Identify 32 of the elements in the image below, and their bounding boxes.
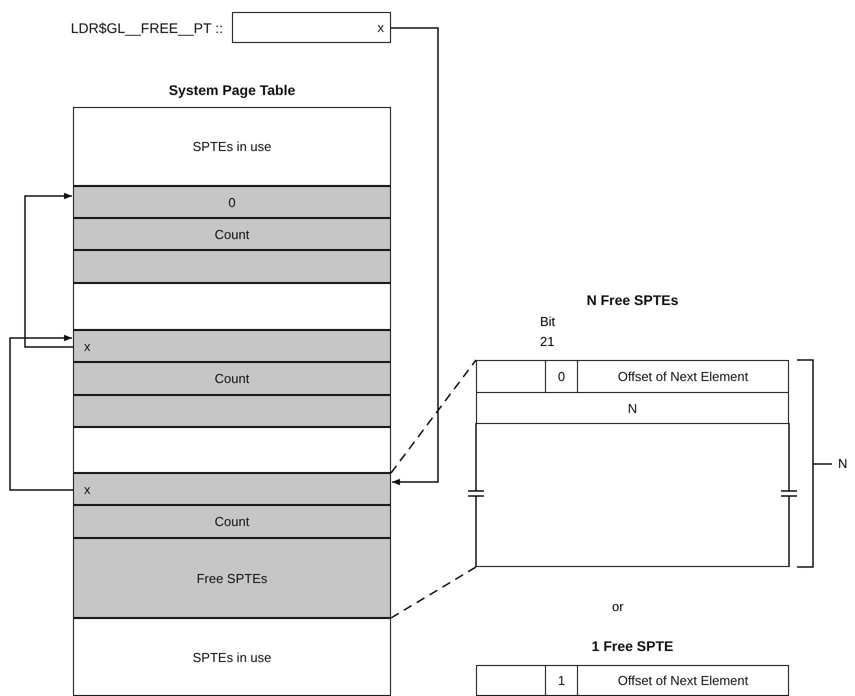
table-heading: N Free SPTEs (586, 292, 680, 308)
free-spte-row: 0 (73, 186, 391, 218)
bracket-label: N (838, 456, 848, 471)
pointer-name: LDR$GL__FREE__PT :: (70, 20, 223, 36)
free-spte-row: Count (73, 218, 391, 250)
memory-field (73, 283, 391, 330)
table-heading: System Page Table (168, 82, 296, 98)
memory-field: N (476, 392, 789, 424)
free-spte-row: Free SPTEs (73, 538, 391, 618)
free-spte-row: x (73, 473, 391, 505)
pointer-mark: x (378, 20, 384, 35)
free-spte-row: Count (73, 505, 391, 538)
free-spte-row (73, 395, 391, 427)
free-spte-row: x (73, 330, 391, 362)
memory-field (476, 360, 546, 393)
memory-field: 1 (545, 665, 578, 696)
pointer-arrow (24, 192, 73, 348)
dashed-line (390, 360, 477, 474)
free-spte-row: Count (73, 362, 391, 395)
bit-number: Bit 21 (540, 313, 556, 351)
dashed-line (390, 566, 476, 619)
memory-field: Offset of Next Element (577, 665, 789, 696)
memory-field (476, 665, 546, 696)
memory-field: SPTEs in use (73, 107, 391, 186)
memory-field: Offset of Next Element (577, 360, 789, 393)
memory-field (73, 427, 391, 473)
separator-word: or (612, 599, 624, 614)
pointer-arrow (391, 27, 439, 486)
free-spte-row (73, 250, 391, 283)
memory-field: SPTEs in use (73, 618, 391, 696)
pointer-arrow (9, 334, 73, 491)
table-heading: 1 Free SPTE (590, 638, 674, 654)
